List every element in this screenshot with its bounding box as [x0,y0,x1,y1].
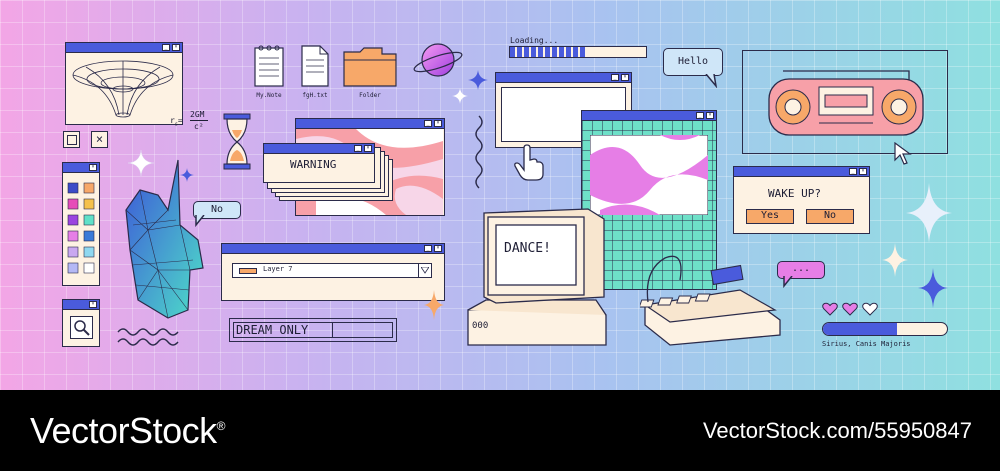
retro-computer[interactable]: DANCE! 000 [466,205,611,350]
sparkle-icon [882,243,908,277]
sparkle-icon [180,168,194,182]
sparkle-icon [468,70,488,90]
boombox-selection-frame[interactable] [742,50,948,154]
arrow-cursor-icon [894,142,912,165]
close-icon[interactable]: × [706,112,714,119]
wavy-line-icon [475,115,483,189]
minimize-icon[interactable]: _ [162,44,170,51]
close-icon[interactable]: × [364,145,372,152]
close-icon[interactable]: × [434,245,442,252]
close-icon[interactable]: × [89,301,97,308]
zigzag-line-icon [117,328,179,346]
sirius-label: Sirius, Canis Majoris [822,340,911,348]
desktop-icon-note[interactable]: My.Note [252,44,286,100]
warning-window-stack[interactable]: _× WARNING [263,143,393,203]
magnifier-icon [74,320,90,336]
sparkle-icon [918,268,948,308]
typing-speech-bubble: ... [777,261,825,279]
close-button[interactable]: × [91,131,108,148]
boombox-icon [768,70,924,136]
chevron-down-icon[interactable] [421,267,429,274]
hourglass-icon [223,113,251,170]
color-palette-window[interactable]: × [62,162,100,286]
loading-progress-bar [509,46,647,58]
sparkle-icon [906,183,952,243]
purple-blob-image [590,135,708,215]
hand-pointer-icon [514,144,544,181]
color-swatches [67,182,95,274]
no-button[interactable]: No [806,209,854,224]
computer-body-icon [467,208,607,346]
heart-icon [822,302,838,316]
planet-icon [413,43,463,77]
schwarzschild-formula: rs= 2GM c² [170,110,210,134]
layer-swatch [239,268,257,274]
wormhole-grid-icon [72,60,174,118]
vaporwave-desktop: _× rs= 2GM c² × × [0,0,1000,390]
minimize-icon[interactable]: _ [424,120,432,127]
wireframe-unicorn-head-icon [125,159,204,319]
watermark-footer: VectorStock® VectorStock.com/55950847 [0,390,1000,471]
yes-button[interactable]: Yes [746,209,794,224]
desktop-icon-text-file[interactable]: fgH.txt [298,44,332,100]
text-file-icon [301,45,329,87]
image-id-text: VectorStock.com/55950847 [702,418,972,443]
sparkle-icon [128,150,154,176]
layer-window[interactable]: _× Layer 7 [221,243,445,301]
no-speech-bubble: No [193,201,241,219]
retro-keyboard-device-icon [640,255,781,346]
notepad-icon [254,45,284,87]
sirius-progress-bar [822,322,948,336]
close-icon[interactable]: × [434,120,442,127]
close-icon[interactable]: × [621,74,629,81]
vectorstock-logo: VectorStock® [30,410,225,451]
sparkle-icon [424,290,444,320]
heart-icon [842,302,858,316]
restore-button[interactable] [63,131,80,148]
loading-label: Loading... [510,36,559,45]
layer-select[interactable]: Layer 7 [232,263,432,278]
wake-up-message: WAKE UP? [768,187,821,200]
search-button[interactable] [70,316,93,339]
loading-progress-fill [510,47,585,57]
sirius-progress-fill [823,323,898,335]
warning-title: WARNING [290,158,337,171]
heart-icon [862,302,878,316]
minimize-icon[interactable]: _ [611,74,619,81]
search-window[interactable]: × [62,299,100,347]
folder-icon [343,47,397,87]
wormhole-window-titlebar[interactable]: _× [66,43,182,53]
hearts-rating [822,302,882,318]
wake-up-dialog[interactable]: _× WAKE UP? Yes No [733,166,870,234]
sparkle-icon [452,88,468,104]
computer-label: 000 [472,321,489,331]
close-icon[interactable]: × [172,44,180,51]
warning-window[interactable]: _× WARNING [263,143,375,183]
dream-only-textbox[interactable]: DREAM ONLY [229,318,397,342]
wormhole-window[interactable]: _× [65,42,183,125]
minimize-icon[interactable]: _ [849,168,857,175]
computer-screen-text: DANCE! [504,241,551,256]
minimize-icon[interactable]: _ [696,112,704,119]
text-cursor [332,323,333,337]
hello-speech-bubble: Hello [663,48,723,76]
minimize-icon[interactable]: _ [354,145,362,152]
close-icon[interactable]: × [89,164,97,171]
desktop-icon-folder[interactable]: Folder [342,44,398,100]
close-icon[interactable]: × [859,168,867,175]
minimize-icon[interactable]: _ [424,245,432,252]
